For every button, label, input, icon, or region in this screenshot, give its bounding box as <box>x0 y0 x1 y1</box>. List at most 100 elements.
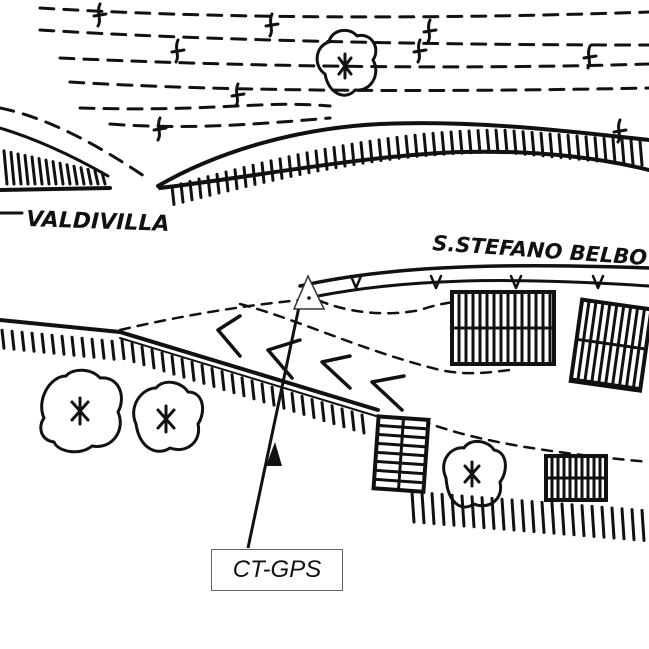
hachure-stroke <box>560 502 566 536</box>
hachure-stroke <box>79 166 86 186</box>
gps-station-label-text: CT-GPS <box>232 556 322 583</box>
hachure-stroke <box>70 335 76 357</box>
dashed-paths <box>118 298 649 464</box>
hachure-stroke <box>449 130 455 156</box>
hachure-stroke <box>611 137 617 165</box>
grass-mark <box>612 128 628 134</box>
hachure-stroke <box>520 499 526 533</box>
hachure-stroke <box>170 184 176 206</box>
vineyard-icon <box>450 290 556 366</box>
hachure-stroke <box>590 504 596 538</box>
hachure-stroke <box>575 134 581 161</box>
hachure-stroke <box>638 139 644 167</box>
left-slope <box>0 126 112 192</box>
hachure-stroke <box>550 501 556 535</box>
place-label-valdivilla: VALDIVILLA <box>26 207 170 237</box>
upper-ridge <box>156 121 649 206</box>
hachure-stroke <box>368 139 374 164</box>
hachure-stroke <box>180 357 186 379</box>
grass-mark <box>349 274 363 290</box>
hachure-stroke <box>200 363 206 385</box>
grass-mark <box>92 12 108 18</box>
hachure-stroke <box>215 172 221 195</box>
hachure-stroke <box>548 132 554 159</box>
hachure-stroke <box>440 131 446 156</box>
hachure-stroke <box>566 133 572 160</box>
hachure-stroke <box>580 504 586 538</box>
hachure-stroke <box>179 182 185 204</box>
hachure-stroke <box>305 151 311 175</box>
hachure-stroke <box>404 134 410 159</box>
hachure-stroke <box>287 155 293 178</box>
hachure-stroke <box>65 163 72 186</box>
hachure-stroke <box>490 496 496 530</box>
hachure-stroke <box>44 158 51 186</box>
hachure-stroke <box>224 170 230 193</box>
hachure-stroke <box>120 339 126 361</box>
hachure-stroke <box>521 130 527 156</box>
triangle-marker-icon <box>292 274 326 310</box>
hachure-stroke <box>410 490 416 524</box>
hachure-stroke <box>570 503 576 537</box>
grass-mark <box>230 92 246 98</box>
hachure-stroke <box>422 132 428 158</box>
hachure-stroke <box>140 345 146 367</box>
hachure-stroke <box>630 508 636 542</box>
hachure-stroke <box>290 391 296 413</box>
hachure-stroke <box>260 382 266 404</box>
grass-marks <box>92 2 628 144</box>
hachure-stroke <box>30 331 36 353</box>
hachure-stroke <box>610 506 616 540</box>
tree-icon <box>132 380 205 453</box>
hachure-stroke <box>190 360 196 382</box>
hachure-stroke <box>539 131 545 158</box>
hachure-stroke <box>16 152 23 186</box>
hachure-stroke <box>470 495 476 529</box>
hachure-stroke <box>20 330 26 352</box>
hachure-stroke <box>296 153 302 177</box>
hachure-stroke <box>500 497 506 531</box>
hachure-stroke <box>510 498 516 532</box>
hachure-stroke <box>40 332 46 354</box>
hachure-stroke <box>397 418 405 490</box>
hachure-stroke <box>160 351 166 373</box>
hachure-stroke <box>476 129 482 154</box>
hachure-stroke <box>9 150 16 186</box>
railway-line <box>0 318 380 435</box>
hachure-stroke <box>440 492 446 526</box>
hachure-stroke <box>60 334 66 356</box>
hachure-stroke <box>72 164 79 186</box>
hachure-stroke <box>230 373 236 395</box>
field-boundaries <box>0 6 649 182</box>
building-icon <box>371 414 431 494</box>
hachure-stroke <box>530 500 536 534</box>
hachure-stroke <box>220 370 226 392</box>
hachure-stroke <box>86 167 93 186</box>
hachure-stroke <box>242 165 248 189</box>
hachure-stroke <box>485 128 491 154</box>
hachure-stroke <box>278 157 284 180</box>
hachure-stroke <box>460 494 466 528</box>
hachure-stroke <box>359 141 365 165</box>
hachure-stroke <box>233 168 239 191</box>
hachure-stroke <box>571 377 640 390</box>
hachure-stroke <box>620 138 626 165</box>
hachure-stroke <box>323 147 329 171</box>
gps-station-label: CT-GPS <box>211 549 343 591</box>
hachure-stroke <box>100 170 107 186</box>
hachure-stroke <box>269 159 275 182</box>
hachure-stroke <box>150 348 156 370</box>
hachure-stroke <box>80 336 86 358</box>
hachure-stroke <box>110 339 116 361</box>
hachure-stroke <box>314 149 320 173</box>
hachure-stroke <box>540 500 546 534</box>
hachure-stroke <box>584 135 590 162</box>
hachure-stroke <box>480 496 486 530</box>
hachure-stroke <box>23 154 30 186</box>
hachure-stroke <box>10 329 16 351</box>
hachure-stroke <box>30 155 37 186</box>
hachure-stroke <box>280 388 286 410</box>
station-pointer <box>246 301 302 549</box>
hachure-stroke <box>593 136 599 163</box>
